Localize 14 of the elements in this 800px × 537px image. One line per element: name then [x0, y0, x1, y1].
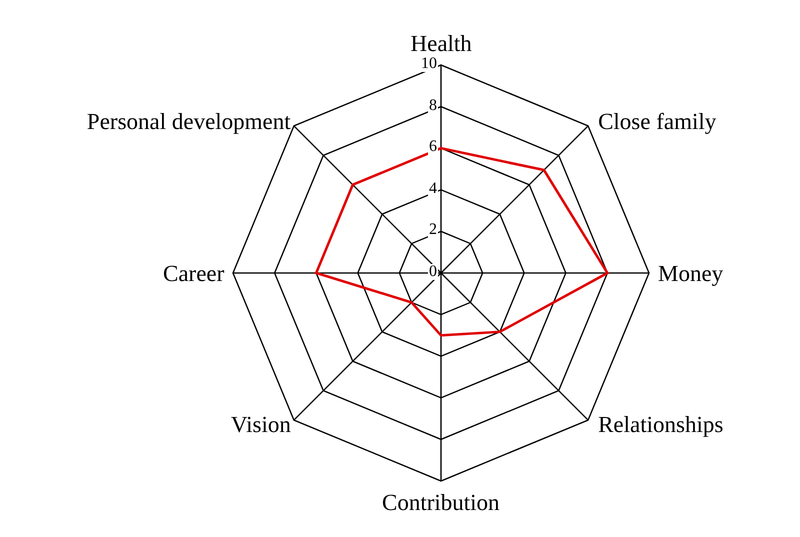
axis-label: Health [410, 32, 472, 55]
axis-label: Career [163, 262, 224, 284]
axis-label: Money [658, 262, 724, 284]
axis-label: Contribution [382, 491, 500, 514]
axis-label: Vision [230, 412, 291, 436]
scale-label: 4 [428, 180, 438, 197]
scale-label: 8 [428, 98, 438, 114]
axis-label: Personal development [86, 110, 291, 134]
scale-label: 6 [428, 139, 438, 156]
scale-label: 2 [428, 222, 438, 238]
scale-label: 0 [428, 264, 438, 280]
scale-label: 10 [420, 56, 438, 72]
axis-label: Relationships [598, 412, 724, 436]
axis-label: Close family [598, 110, 716, 134]
